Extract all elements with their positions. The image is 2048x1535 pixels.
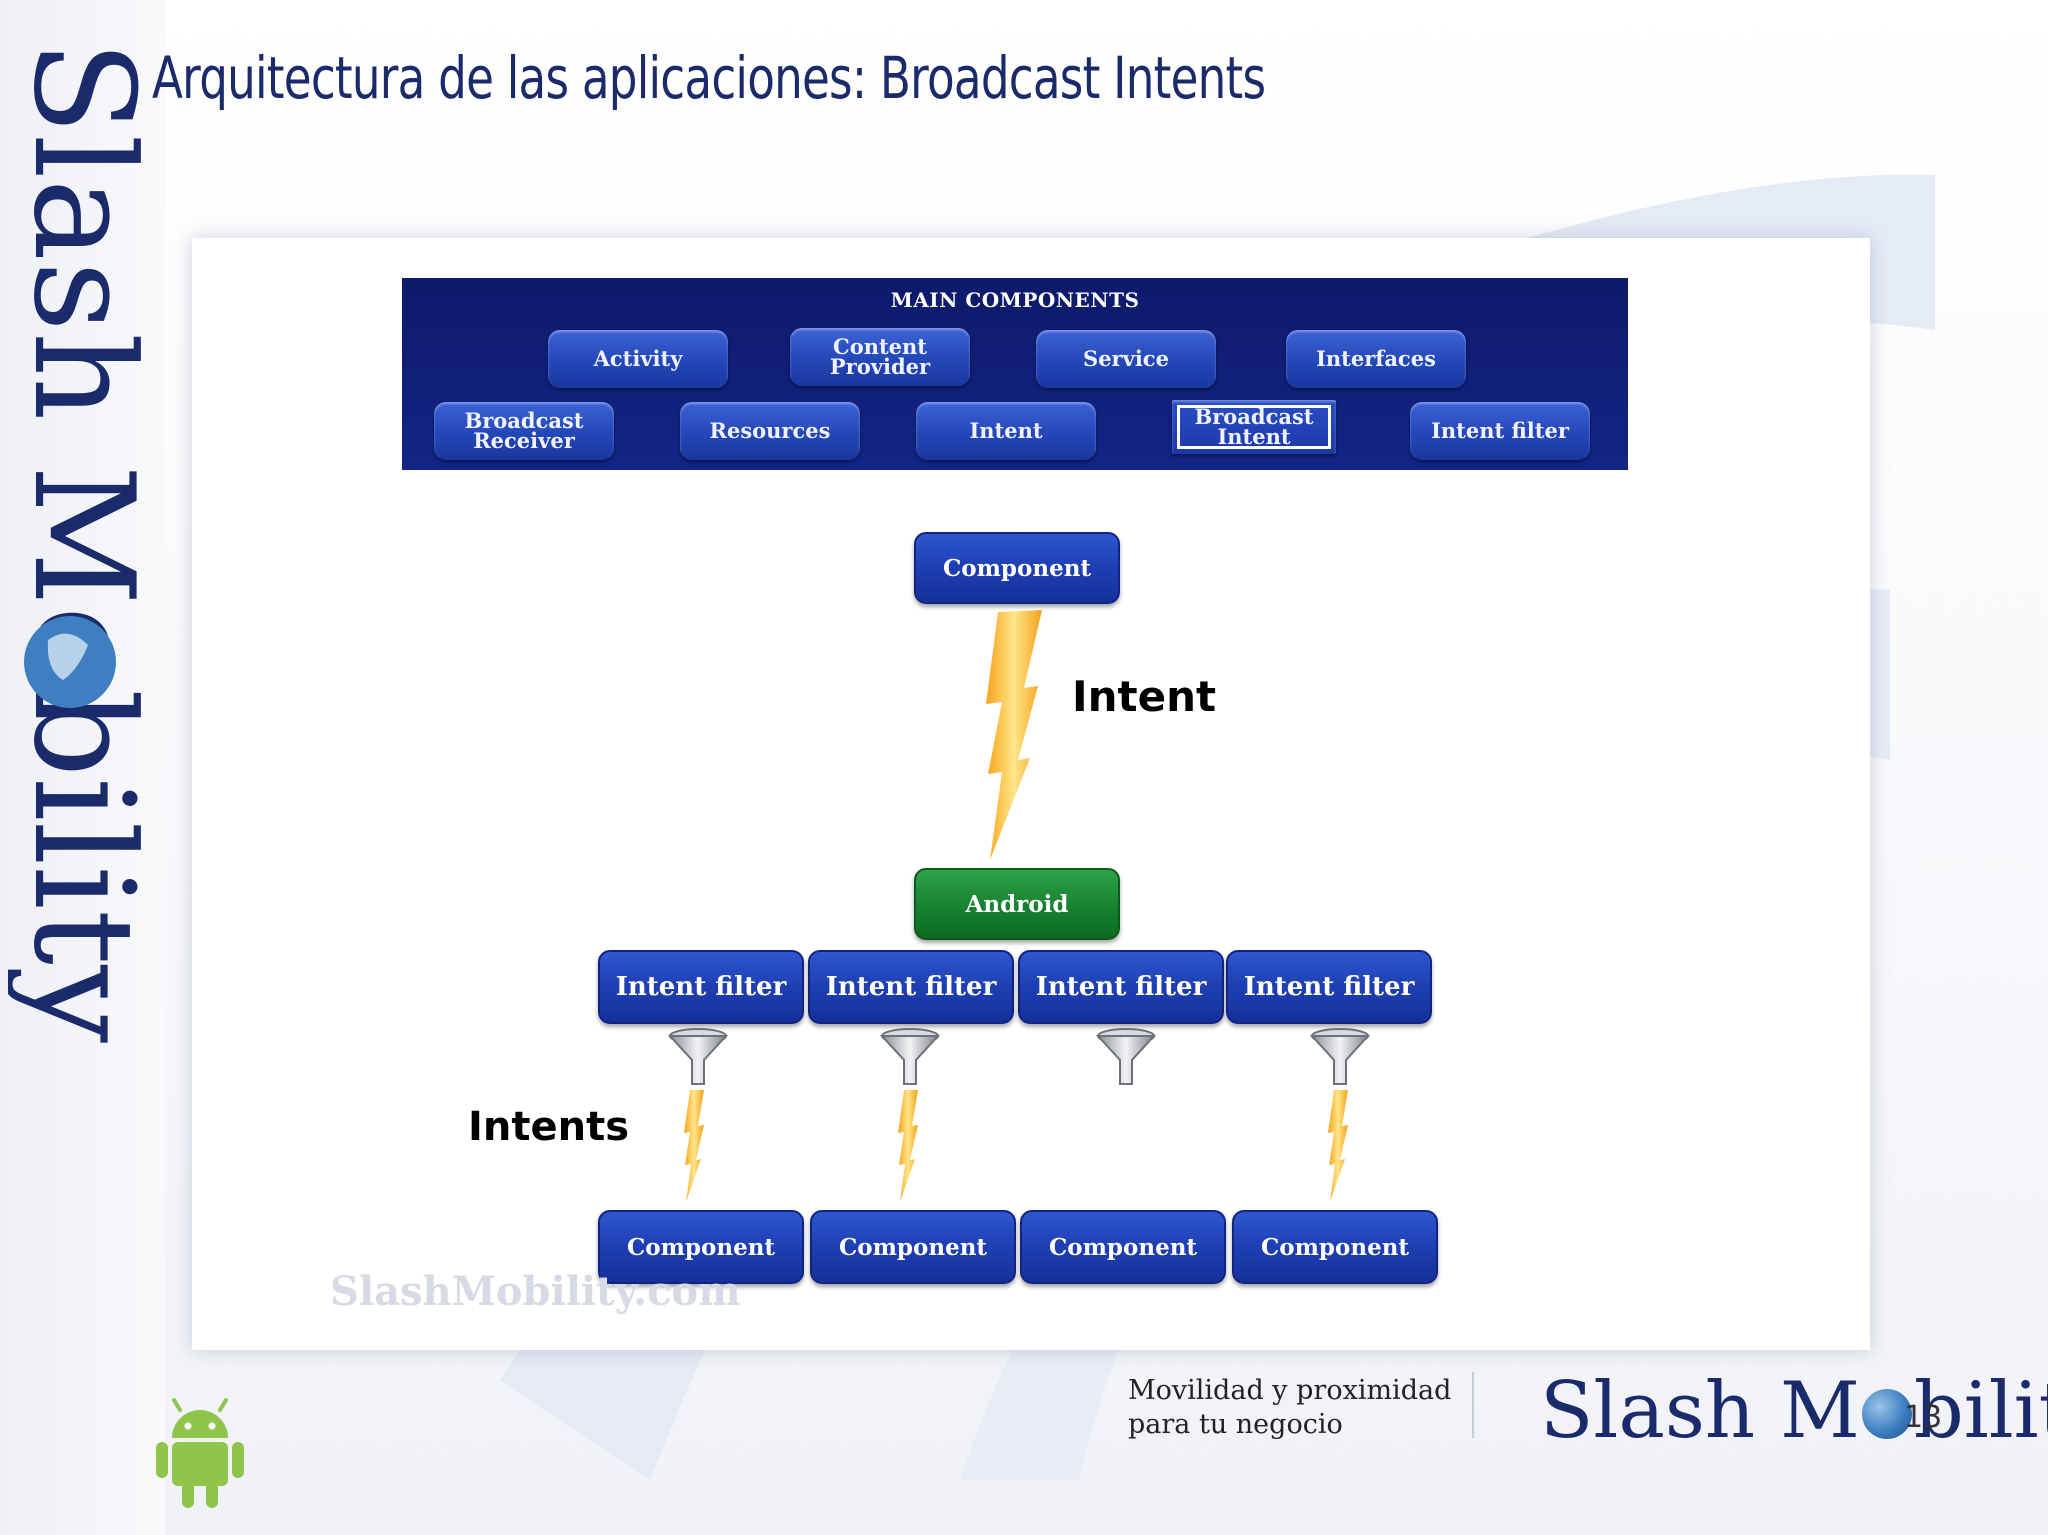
- small-bolt-icon: [1328, 1090, 1348, 1202]
- funnel-icon: [1096, 1028, 1156, 1085]
- small-bolt-icon: [898, 1090, 918, 1202]
- diagram-panel: MAIN COMPONENTS Activity Content Provide…: [192, 238, 1870, 1350]
- bottom-component-box-2: Component: [810, 1210, 1016, 1284]
- main-components-title: MAIN COMPONENTS: [890, 288, 1140, 312]
- intent-filter-box-2: Intent filter: [808, 950, 1014, 1024]
- intent-filter-box-4: Intent filter: [1226, 950, 1432, 1024]
- intents-label: Intents: [468, 1104, 630, 1150]
- intent-filter-box-1: Intent filter: [598, 950, 804, 1024]
- slide-title: Arquitectura de las aplicaciones: Broadc…: [152, 44, 1266, 112]
- side-logo: Slash Mobility: [8, 40, 164, 1043]
- broadcast-receiver-button[interactable]: Broadcast Receiver: [434, 402, 614, 460]
- bottom-component-box-4: Component: [1232, 1210, 1438, 1284]
- lightning-bolt-icon: [986, 610, 1042, 860]
- content-provider-button[interactable]: Content Provider: [790, 328, 970, 386]
- bottom-component-box-1: Component: [598, 1210, 804, 1284]
- intent-filter-button[interactable]: Intent filter: [1410, 402, 1590, 460]
- left-band: [0, 0, 165, 1535]
- service-button[interactable]: Service: [1036, 330, 1216, 388]
- activity-button[interactable]: Activity: [548, 330, 728, 388]
- tagline-line-2: para tu negocio: [1128, 1409, 1343, 1440]
- android-box: Android: [914, 868, 1120, 940]
- intent-filter-box-3: Intent filter: [1018, 950, 1224, 1024]
- tagline-line-1: Movilidad y proximidad: [1128, 1375, 1452, 1406]
- funnel-icon: [668, 1028, 728, 1085]
- bottom-component-box-3: Component: [1020, 1210, 1226, 1284]
- watermark: SlashMobility.com: [330, 1268, 741, 1315]
- funnel-icon: [880, 1028, 940, 1085]
- top-component-box: Component: [914, 532, 1120, 604]
- resources-button[interactable]: Resources: [680, 402, 860, 460]
- intent-label: Intent: [1072, 672, 1217, 721]
- footer-logo-text-2: bility: [1913, 1366, 2048, 1456]
- svg-text:Slash Mobility: Slash Mobility: [8, 40, 164, 1043]
- footer-logo: Slash M bility: [1540, 1366, 2048, 1456]
- broadcast-intent-button[interactable]: Broadcast Intent: [1172, 400, 1336, 454]
- globe-icon: [1861, 1389, 1912, 1439]
- footer-tagline: Movilidad y proximidad para tu negocio: [1128, 1374, 1451, 1442]
- android-robot-icon: [156, 1398, 244, 1508]
- page-number: 13: [1904, 1400, 1943, 1435]
- intent-button[interactable]: Intent: [916, 402, 1096, 460]
- interfaces-button[interactable]: Interfaces: [1286, 330, 1466, 388]
- main-components-bar: MAIN COMPONENTS Activity Content Provide…: [402, 278, 1628, 470]
- footer-divider: [1472, 1372, 1474, 1438]
- footer-logo-text-1: Slash M: [1540, 1366, 1860, 1456]
- small-bolt-icon: [684, 1090, 704, 1202]
- funnel-icon: [1310, 1028, 1370, 1085]
